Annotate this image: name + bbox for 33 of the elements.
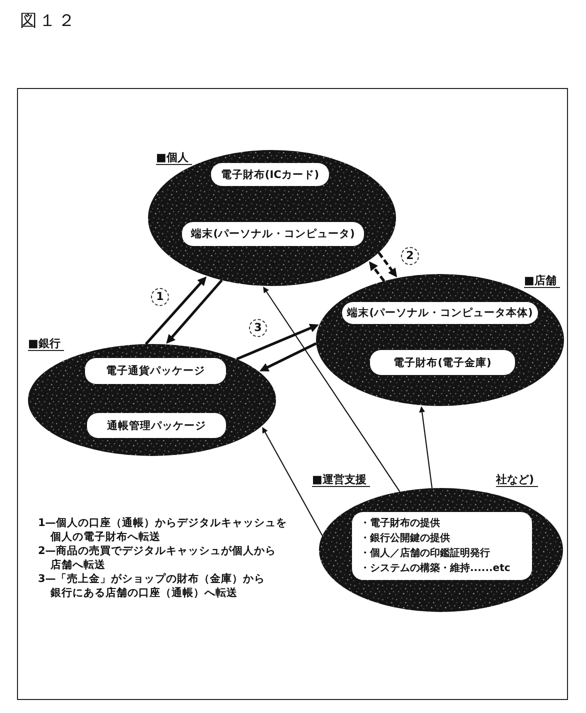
group-ellipse xyxy=(26,336,278,458)
list-item: ・銀行公開鍵の提供 xyxy=(360,532,450,546)
component-box: 端末(パーソナル・コンピュータ) xyxy=(182,222,364,246)
component-box: 電子財布(電子金庫) xyxy=(370,350,515,375)
dashed-arrow xyxy=(378,252,398,278)
component-box xyxy=(352,512,532,580)
arrow xyxy=(419,406,433,488)
component-box: 端末(パーソナル・コンピュータ本体) xyxy=(342,302,538,324)
group-heading: ■店舗 xyxy=(524,274,560,288)
group-heading: ■銀行 xyxy=(28,337,64,351)
dashed-arrow xyxy=(368,261,386,282)
note-text: 1—個人の口座（通帳）からデジタルキャッシュを個人の電子財布へ転送 xyxy=(38,516,288,544)
arrow xyxy=(166,279,223,344)
callout-number: 1 xyxy=(151,288,169,306)
list-item: ・個人／店舗の印鑑証明発行 xyxy=(360,546,490,561)
arrow xyxy=(259,342,317,372)
component-box: 通帳管理パッケージ xyxy=(87,413,226,438)
callout-number: 2 xyxy=(401,247,419,265)
component-box: 電子財布(ICカード) xyxy=(211,163,329,186)
group-heading: ■運営支援 xyxy=(312,473,370,487)
arrow xyxy=(236,324,319,360)
group-heading: ■個人 xyxy=(156,151,192,165)
note-text: 2—商品の売買でデジタルキャッシュが個人から店舗へ転送 xyxy=(38,544,277,572)
arrow xyxy=(144,276,207,345)
callout-number: 3 xyxy=(249,319,267,337)
group-heading: 社など) xyxy=(496,473,538,487)
note-text: 3—「売上金」がショップの財布（金庫）から銀行にある店舗の口座（通帳）へ転送 xyxy=(38,572,266,600)
arrow xyxy=(263,286,400,492)
component-box: 電子通貨パッケージ xyxy=(85,358,226,384)
arrow xyxy=(262,426,323,536)
list-item: ・システムの構築・維持......etc xyxy=(360,562,510,576)
figure-title: 図１２ xyxy=(20,10,77,32)
list-item: ・電子財布の提供 xyxy=(360,516,440,531)
